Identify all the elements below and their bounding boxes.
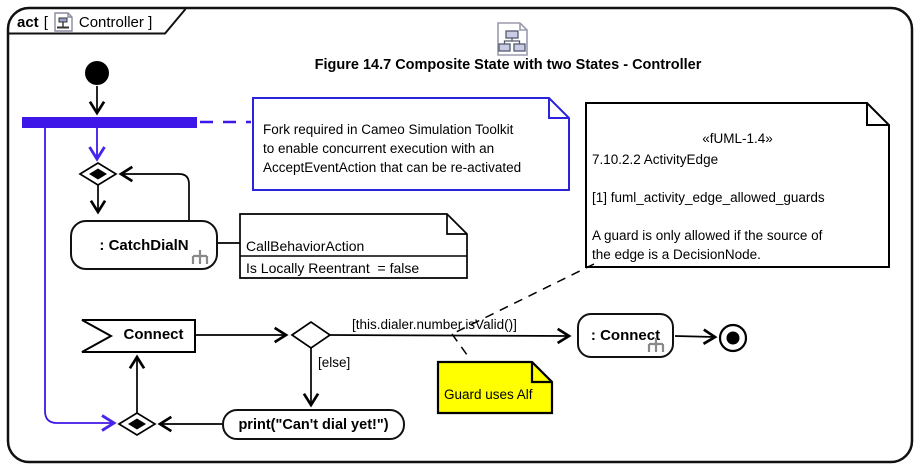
call-behavior-title: CallBehaviorAction — [246, 238, 365, 254]
activity-diagram-icon — [54, 12, 73, 32]
diagram-frame-tab-outline — [8, 8, 187, 35]
anchor-fuml-note-to-guard[interactable] — [451, 263, 595, 335]
action-connect[interactable]: : Connect — [577, 313, 674, 358]
merge-node-bottom[interactable] — [117, 412, 157, 436]
edge-catchdial-loop[interactable] — [118, 165, 190, 220]
fuml-stereotype: «fUML-1.4» — [702, 131, 773, 146]
merge-node-top[interactable] — [78, 162, 118, 186]
call-behavior-note[interactable] — [239, 213, 468, 279]
fuml-body: 7.10.2.2 ActivityEdge [1] fuml_activity_… — [592, 152, 825, 262]
edge-connect-action-to-final[interactable] — [674, 328, 718, 345]
edge-fork-to-merge-bottom[interactable] — [44, 128, 117, 432]
bracket-open: [ — [43, 13, 48, 31]
action-catchdialn[interactable]: : CatchDialN — [70, 220, 218, 270]
guard-uses-alf-note[interactable] — [436, 360, 554, 415]
diagram-kind-label: act — [17, 13, 39, 31]
rake-icon — [647, 338, 665, 352]
activity-final-node[interactable] — [718, 323, 748, 353]
guard-isvalid-label: [this.dialer.number.isValid()] — [352, 317, 517, 332]
diagram-name-label: Controller ] — [78, 13, 153, 31]
diagram-frame-border — [6, 6, 914, 464]
action-connect-label: : Connect — [590, 327, 661, 344]
fuml-note[interactable] — [585, 102, 890, 268]
guard-else-label: [else] — [318, 355, 351, 370]
call-behavior-property: Is Locally Reentrant = false — [246, 260, 420, 276]
content-diagram-icon — [497, 22, 528, 56]
fork-bar[interactable] — [22, 117, 197, 128]
action-print-label: print("Can't dial yet!") — [238, 416, 389, 433]
anchor-guard-note-to-edge[interactable] — [451, 333, 471, 360]
initial-node[interactable] — [85, 61, 109, 85]
accept-event-action-connect[interactable] — [81, 319, 196, 353]
action-catchdialn-label: : CatchDialN — [99, 236, 189, 254]
decision-node[interactable] — [290, 320, 332, 350]
edge-decision-to-connect-action[interactable] — [329, 327, 572, 345]
fork-note-text: Fork required in Cameo Simulation Toolki… — [263, 122, 522, 175]
fork-comment-note[interactable] — [252, 97, 570, 191]
accept-event-connect-label: Connect — [123, 326, 184, 343]
rake-icon — [191, 250, 209, 264]
diagram-title: Figure 14.7 Composite State with two Sta… — [314, 57, 702, 73]
diagram-tab[interactable]: act [ Controller ] — [17, 11, 152, 33]
action-print[interactable]: print("Can't dial yet!") — [222, 409, 405, 440]
guard-note-text: Guard uses Alf — [444, 387, 533, 402]
